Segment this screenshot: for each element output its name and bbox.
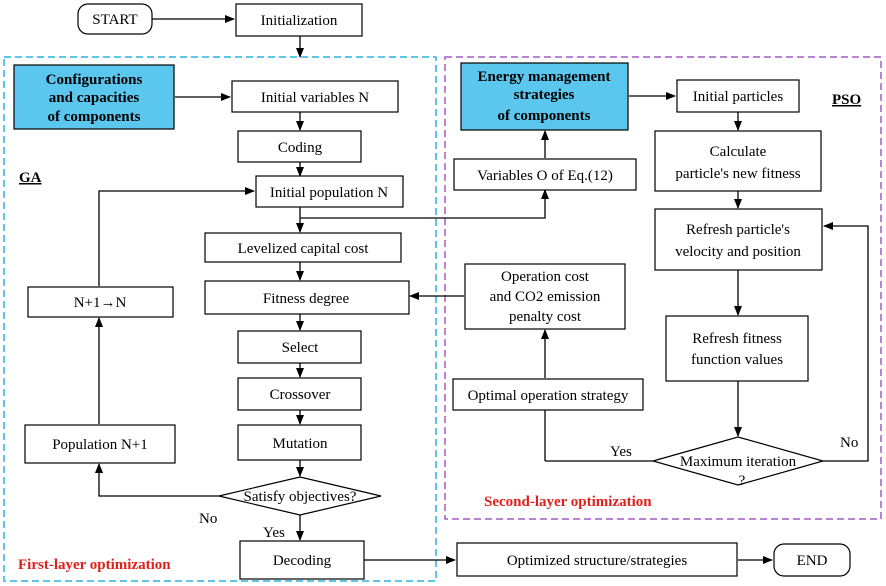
refresh-fitness-node bbox=[665, 315, 809, 382]
population-n-plus-node bbox=[24, 424, 176, 464]
operation-cost-label-3: penalty cost bbox=[509, 309, 582, 325]
maximum-iteration-label-2: ? bbox=[739, 473, 746, 489]
energy-management-label-3: of components bbox=[498, 108, 591, 124]
n-plus-node bbox=[27, 286, 174, 318]
end-node bbox=[773, 543, 851, 577]
initial-particles-label: Initial particles bbox=[693, 89, 784, 105]
fitness-degree-label: Fitness degree bbox=[263, 291, 350, 307]
pso-label: PSO bbox=[832, 92, 861, 108]
decoding-label: Decoding bbox=[273, 553, 332, 569]
end-label: END bbox=[797, 553, 828, 569]
calculate-fitness-node bbox=[654, 130, 822, 192]
initialization-label: Initialization bbox=[261, 13, 338, 29]
initial-particles-node bbox=[676, 79, 800, 113]
optimal-operation-label: Optimal operation strategy bbox=[468, 388, 629, 404]
initial-population-node bbox=[255, 175, 404, 208]
second-layer-label: Second-layer optimization bbox=[484, 494, 652, 510]
yes-max-label: Yes bbox=[610, 444, 632, 460]
coding-node bbox=[237, 130, 362, 163]
configurations-label-1: Configurations bbox=[46, 72, 143, 88]
first-layer-label: First-layer optimization bbox=[18, 557, 171, 573]
configurations-label-3: of components bbox=[48, 109, 141, 125]
no-satisfy-label: No bbox=[199, 511, 217, 527]
calculate-fitness-label-2: particle's new fitness bbox=[675, 166, 800, 182]
initialization-node bbox=[235, 3, 363, 37]
start-node bbox=[77, 3, 153, 35]
satisfy-objectives-label: Satisfy objectives? bbox=[244, 489, 357, 505]
energy-management-label-2: strategies bbox=[514, 87, 575, 103]
refresh-velocity-label-2: velocity and position bbox=[675, 244, 801, 260]
population-n-plus-label: Population N+1 bbox=[52, 437, 148, 453]
maximum-iteration-label-1: Maximum iteration bbox=[680, 454, 797, 470]
start-label: START bbox=[92, 12, 137, 28]
levelized-capital-cost-node bbox=[204, 232, 402, 263]
initial-variables-label: Initial variables N bbox=[261, 90, 369, 106]
decoding-node bbox=[239, 540, 365, 580]
maximum-iteration-decision bbox=[650, 436, 826, 486]
fitness-degree-node bbox=[204, 280, 410, 315]
mutation-label: Mutation bbox=[273, 436, 328, 452]
no-max-label: No bbox=[840, 435, 858, 451]
crossover-label: Crossover bbox=[270, 387, 331, 403]
operation-cost-label-1: Operation cost bbox=[501, 269, 590, 285]
yes-satisfy-label: Yes bbox=[263, 525, 285, 541]
crossover-node bbox=[237, 377, 362, 411]
mutation-node bbox=[237, 424, 362, 461]
variables-o-node bbox=[453, 158, 637, 191]
operation-cost-node bbox=[464, 263, 626, 330]
refresh-velocity-node bbox=[654, 208, 823, 271]
energy-management-label-1: Energy management bbox=[478, 69, 611, 85]
optimized-structure-node bbox=[456, 542, 738, 577]
satisfy-objectives-decision bbox=[218, 476, 382, 516]
optimal-operation-node bbox=[452, 378, 644, 411]
calculate-fitness-label-1: Calculate bbox=[710, 144, 767, 160]
pso-frame bbox=[444, 56, 882, 520]
energy-management-node bbox=[460, 62, 629, 131]
initial-population-label: Initial population N bbox=[270, 185, 388, 201]
ga-label: GA bbox=[19, 170, 42, 186]
refresh-velocity-label-1: Refresh particle's bbox=[686, 222, 790, 238]
levelized-capital-cost-label: Levelized capital cost bbox=[238, 241, 370, 257]
refresh-fitness-label-1: Refresh fitness bbox=[692, 331, 782, 347]
refresh-fitness-label-2: function values bbox=[691, 352, 783, 368]
edges bbox=[95, 15, 869, 564]
optimized-structure-label: Optimized structure/strategies bbox=[507, 553, 688, 569]
operation-cost-label-2: and CO2 emission bbox=[490, 289, 601, 305]
n-plus-label: N+1→N bbox=[74, 295, 127, 311]
select-node bbox=[237, 330, 362, 364]
ga-frame bbox=[3, 56, 437, 582]
initial-variables-node bbox=[231, 80, 399, 113]
variables-o-label: Variables O of Eq.(12) bbox=[477, 168, 613, 184]
select-label: Select bbox=[282, 340, 319, 356]
coding-label: Coding bbox=[278, 140, 323, 156]
configurations-node bbox=[13, 64, 175, 130]
configurations-label-2: and capacities bbox=[49, 90, 140, 106]
